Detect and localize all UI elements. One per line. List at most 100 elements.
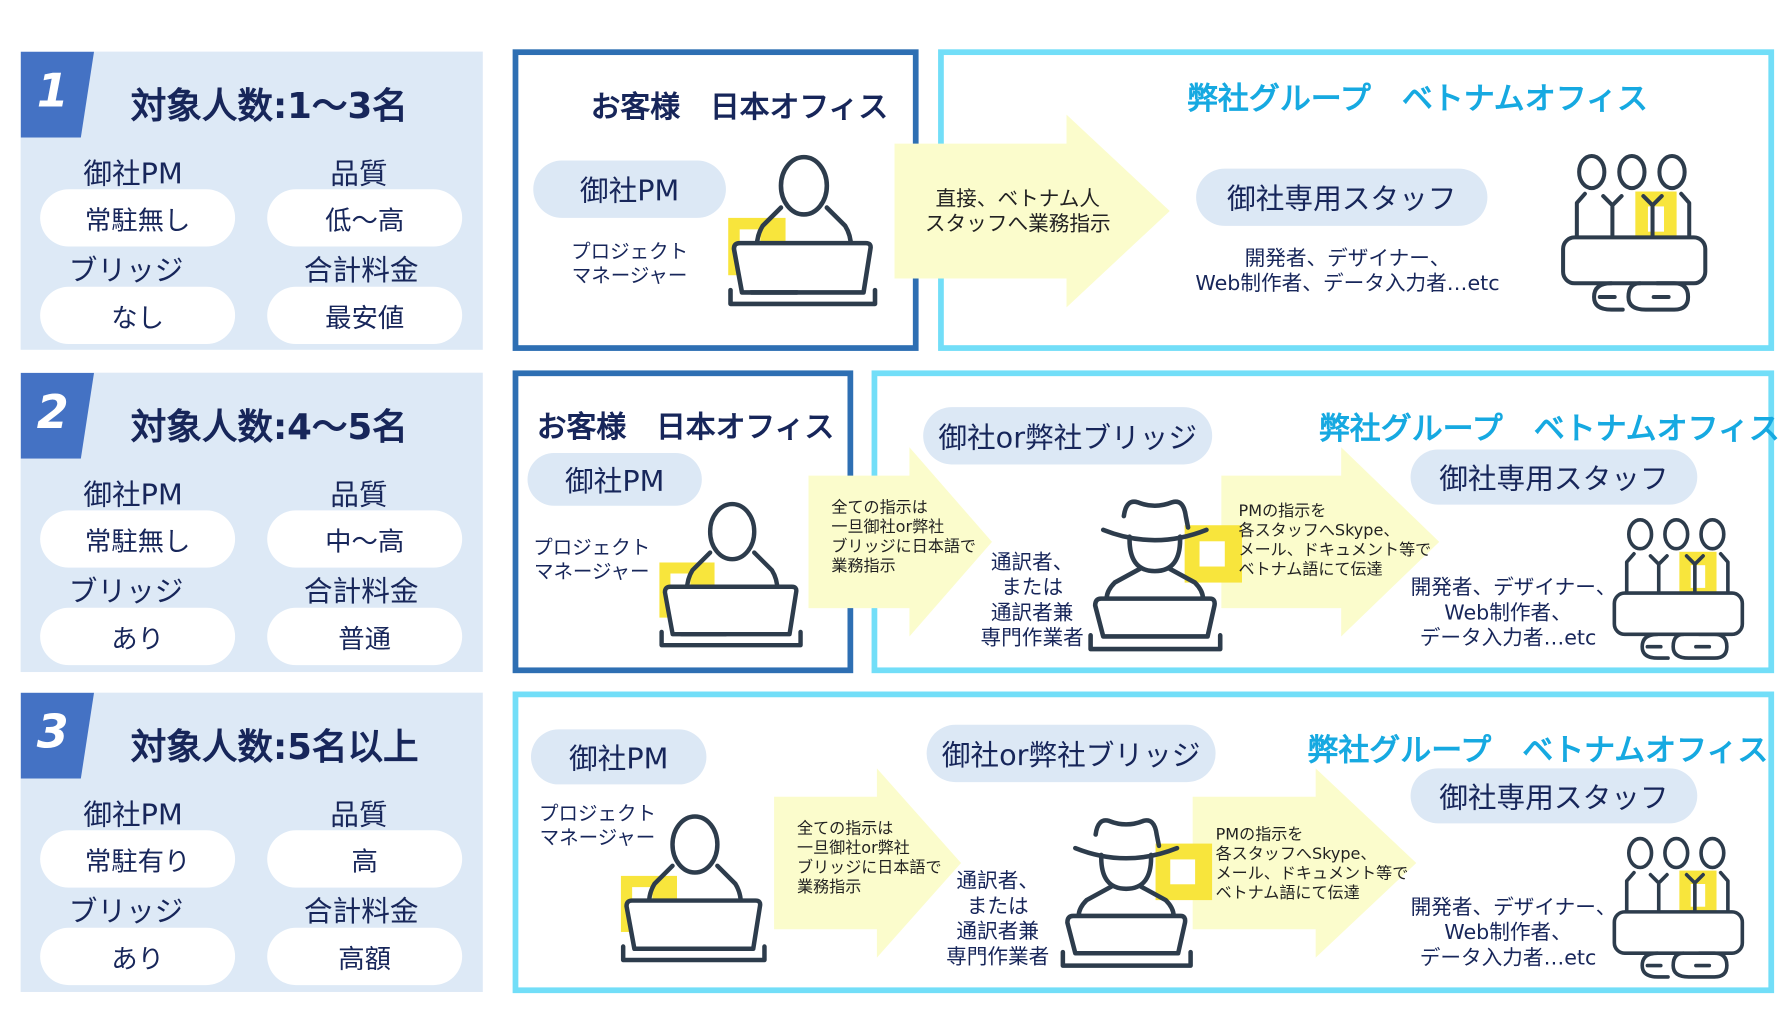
staff-group-icon [1561, 153, 1708, 312]
pm-pill: 御社PM [530, 729, 707, 785]
arrow-text-line: 業務指示 [831, 557, 896, 576]
arrow-text-line: ベトナム語にて伝達 [1215, 884, 1360, 903]
arrow-shape [894, 114, 1170, 308]
direct-instruction-arrow [894, 114, 1170, 308]
customer-office-title: お客様 日本オフィス [590, 90, 889, 126]
bridge-role: 通訳者、または通訳者兼専門作業者 [969, 550, 1095, 651]
arrow-text-line: ブリッジに日本語で [831, 537, 976, 557]
arrow-text: PMの指示を各スタッフへSkype、メール、ドキュメント等でベトナム語にて伝達 [1239, 502, 1432, 580]
vietnam-office-title: 弊社グループ ベトナムオフィス [1318, 411, 1780, 448]
quality-value: 高 [267, 830, 463, 888]
arrow-shape [1192, 768, 1417, 958]
staff-desc-line: Web制作者、データ入力者…etc [1195, 271, 1500, 296]
bridge-translator-icon [1060, 818, 1213, 968]
bridge-role-line: または [1001, 575, 1064, 600]
plan-title: 対象人数:4～5名 [130, 407, 408, 449]
quality-value: 低～高 [267, 189, 463, 247]
customer-office-title: お客様 日本オフィス [536, 410, 835, 445]
staff-desc: 開発者、デザイナー、Web制作者、データ入力者…etc [1410, 895, 1617, 972]
arrow-text: 全ての指示は一旦御社or弊社ブリッジに日本語で業務指示 [797, 820, 941, 898]
arrow-text: 全ての指示は一旦御社or弊社ブリッジに日本語で業務指示 [831, 499, 975, 577]
arrow-text-line: 一旦御社or弊社 [797, 839, 910, 858]
arrow-text: 直接、ベトナム人スタッフへ業務指示 [917, 187, 1118, 237]
bridge-role-line: 通訳者、 [956, 869, 1040, 894]
bridge-role-line: または [966, 894, 1029, 919]
staff-pill: 御社専用スタッフ [1196, 168, 1488, 226]
arrow-text-line: 各スタッフへSkype、 [1238, 521, 1400, 541]
bridge-role-line: 専門作業者 [980, 626, 1084, 651]
bridge-label: ブリッジ [68, 574, 184, 608]
price-label: 合計料金 [303, 574, 419, 608]
pm-role: プロジェクトマネージャー [533, 537, 650, 585]
relay-to-staff-arrow [1221, 447, 1440, 637]
staff-desc-line: 開発者、デザイナー、 [1410, 575, 1617, 600]
pm-value: 常駐無し [40, 510, 236, 568]
pm-role-line: マネージャー [571, 264, 688, 288]
arrow-text-line: 各スタッフへSkype、 [1215, 845, 1377, 864]
pm-value: 常駐有り [40, 830, 236, 888]
pm-laptop-icon [728, 154, 878, 307]
pm-pill: 御社PM [527, 452, 702, 506]
arrow-text-line: メール、ドキュメント等で [1215, 864, 1409, 884]
arrow-text-line: ブリッジに日本語で [797, 858, 942, 878]
arrow-shape [808, 447, 992, 637]
plan-title: 対象人数:1～3名 [130, 86, 408, 128]
instruction-to-bridge-arrow [808, 447, 992, 637]
bridge-role-line: 通訳者兼 [956, 919, 1040, 944]
price-label: 合計料金 [303, 253, 419, 287]
staff-desc-line: 開発者、デザイナー、 [1244, 246, 1451, 271]
quality-label: 品質 [330, 478, 388, 512]
arrow-text-line: ベトナム語にて伝達 [1238, 560, 1383, 580]
bridge-role-line: 通訳者、 [990, 550, 1074, 575]
staff-desc-line: 開発者、デザイナー、 [1410, 895, 1617, 920]
arrow-shape [1221, 447, 1440, 637]
staff-desc: 開発者、デザイナー、Web制作者、データ入力者…etc [1181, 247, 1514, 297]
staff-pill: 御社専用スタッフ [1410, 449, 1698, 505]
arrow-text-line: 一旦御社or弊社 [831, 518, 945, 537]
plan-number: 3 [36, 706, 69, 760]
quality-value: 中～高 [267, 510, 463, 568]
bridge-role: 通訳者、または通訳者兼専門作業者 [935, 869, 1061, 970]
instruction-to-bridge-arrow [774, 768, 962, 958]
arrow-text-line: PMの指示を [1238, 502, 1327, 521]
pm-role-line: プロジェクト [533, 536, 651, 560]
pm-pill: 御社PM [533, 160, 726, 218]
pm-label: 御社PM [83, 478, 183, 512]
staff-desc-line: データ入力者…etc [1419, 946, 1597, 971]
staff-pill: 御社専用スタッフ [1410, 768, 1698, 824]
plan-number: 1 [36, 65, 69, 119]
pm-laptop-icon [620, 814, 767, 963]
pm-laptop-icon [659, 501, 803, 648]
vietnam-office-title: 弊社グループ ベトナムオフィス [1186, 81, 1648, 117]
bridge-translator-icon [1088, 499, 1242, 652]
staff-group-icon [1612, 836, 1745, 979]
staff-desc-line: Web制作者、 [1444, 600, 1572, 626]
bridge-pill: 御社or弊社ブリッジ [923, 407, 1213, 465]
arrow-text: PMの指示を各スタッフへSkype、メール、ドキュメント等でベトナム語にて伝達 [1216, 826, 1409, 904]
vietnam-office-title: 弊社グループ ベトナムオフィス [1307, 732, 1769, 769]
bridge-role-line: 通訳者兼 [990, 600, 1074, 626]
arrow-shape [774, 768, 962, 958]
staff-group-icon [1612, 517, 1745, 660]
pm-label: 御社PM [83, 798, 183, 832]
arrow-text-line: 全ての指示は [797, 819, 894, 839]
bridge-label: ブリッジ [68, 253, 184, 287]
plan-number: 2 [36, 386, 69, 440]
quality-label: 品質 [330, 157, 388, 191]
bridge-role-line: 専門作業者 [946, 944, 1050, 970]
arrow-text-line: スタッフへ業務指示 [924, 212, 1111, 237]
relay-to-staff-arrow [1192, 768, 1417, 958]
arrow-text-line: 全ての指示は [831, 498, 928, 518]
pm-role-line: マネージャー [533, 560, 650, 584]
quality-label: 品質 [330, 798, 388, 832]
pm-role-line: マネージャー [539, 826, 656, 850]
bridge-value: なし [40, 286, 236, 345]
plan-number-badge: 3 [20, 692, 95, 779]
price-value: 最安値 [267, 286, 463, 345]
plan-title: 対象人数:5名以上 [130, 727, 419, 769]
bridge-label: ブリッジ [68, 894, 184, 928]
price-value: 普通 [267, 607, 463, 666]
